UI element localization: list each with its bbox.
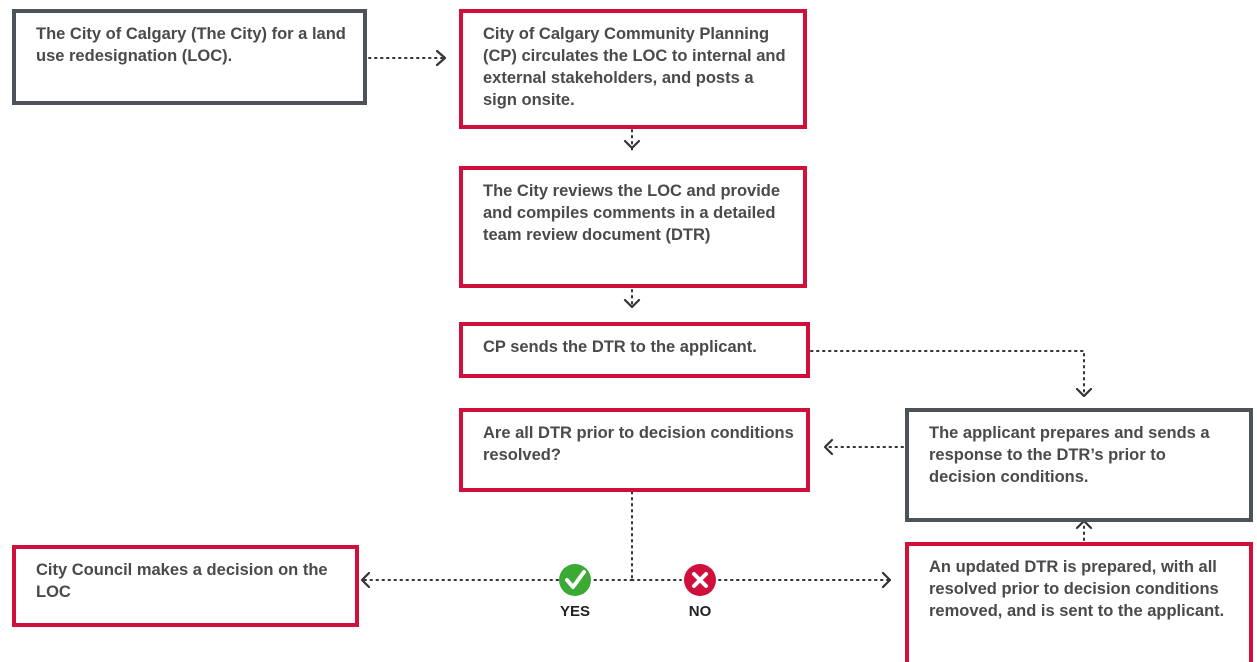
box-start-text: The City of Calgary (The City) for a lan…: [36, 25, 346, 65]
arrowhead-right-icon: [435, 49, 447, 67]
box-applicant-response-text: The applicant prepares and sends a respo…: [929, 424, 1210, 486]
box-updated-dtr-text: An updated DTR is prepared, with all res…: [929, 558, 1225, 620]
box-review-text: The City reviews the LOC and provide and…: [483, 182, 781, 244]
yes-label: YES: [559, 603, 590, 620]
box-applicant-response: The applicant prepares and sends a respo…: [905, 408, 1253, 522]
box-question: Are all DTR prior to decision conditions…: [459, 408, 810, 492]
box-circulate-text: City of Calgary Community Planning (CP) …: [483, 25, 786, 109]
arrowhead-down-icon: [623, 298, 641, 309]
arrowhead-down-icon: [623, 139, 641, 150]
no-label: NO: [688, 603, 712, 620]
box-review: The City reviews the LOC and provide and…: [459, 166, 807, 288]
arrowhead-left-icon: [823, 438, 834, 456]
arrowhead-down-icon: [1075, 387, 1093, 398]
check-icon: [559, 564, 591, 596]
arrowhead-right-icon: [881, 571, 892, 589]
box-send-dtr-text: CP sends the DTR to the applicant.: [483, 338, 757, 356]
box-start: The City of Calgary (The City) for a lan…: [12, 9, 367, 105]
box-question-text: Are all DTR prior to decision conditions…: [483, 424, 794, 464]
box-council-text: City Council makes a decision on the LOC: [36, 561, 328, 601]
cross-icon: [684, 564, 716, 596]
box-updated-dtr: An updated DTR is prepared, with all res…: [905, 542, 1253, 662]
box-council: City Council makes a decision on the LOC: [12, 545, 359, 627]
box-send-dtr: CP sends the DTR to the applicant.: [459, 322, 810, 378]
box-circulate: City of Calgary Community Planning (CP) …: [459, 9, 807, 129]
arrowhead-left-icon: [360, 571, 371, 589]
connector-send-to-applicant: [810, 350, 1085, 393]
